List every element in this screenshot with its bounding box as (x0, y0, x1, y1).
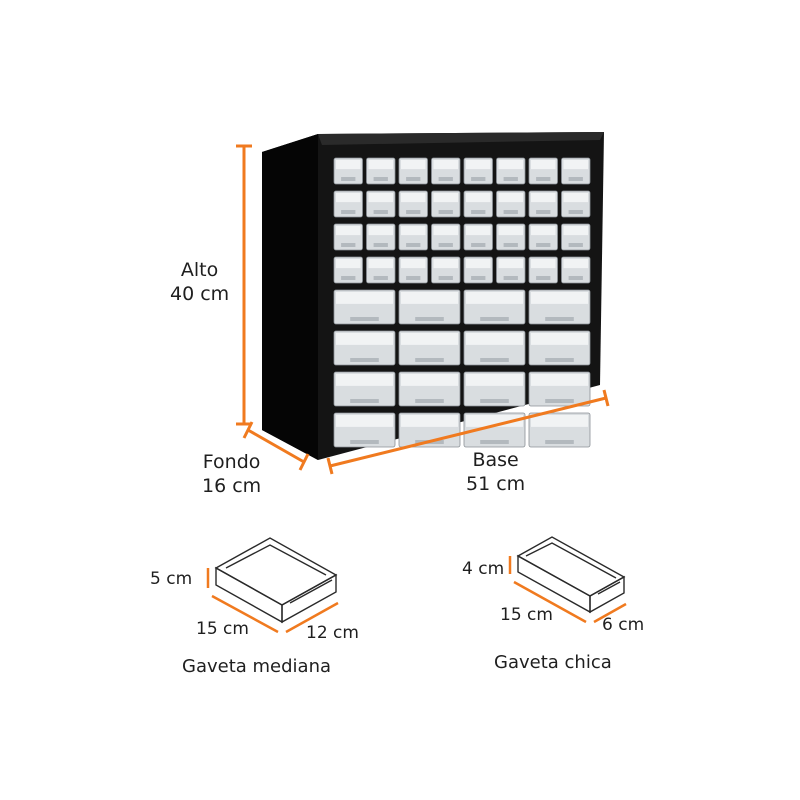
cabinet-top (318, 132, 604, 145)
drawer (431, 256, 461, 284)
drawer (398, 157, 428, 185)
drawer (528, 330, 591, 366)
depth-label-text: Fondo (202, 451, 261, 473)
drawer (333, 223, 363, 251)
drawer (333, 412, 396, 448)
height-value-text: 40 cm (170, 283, 230, 305)
drawer (528, 371, 591, 407)
drawer (528, 256, 558, 284)
medium-drawer-width: 12 cm (306, 623, 359, 643)
width-value-text: 51 cm (466, 473, 526, 495)
drawer (463, 223, 493, 251)
small-drawer-width: 6 cm (602, 615, 645, 635)
drawer (496, 190, 526, 218)
depth-dimension-line (242, 421, 310, 471)
drawer (463, 330, 526, 366)
drawer (561, 157, 591, 185)
drawer (528, 223, 558, 251)
drawer (561, 223, 591, 251)
drawer (398, 371, 461, 407)
small-drawer-caption: Gaveta chica (494, 652, 612, 673)
drawer-cabinet (262, 132, 604, 460)
width-label-text: Base (472, 449, 519, 471)
height-label: Alto 40 cm (170, 258, 229, 306)
drawer (398, 289, 461, 325)
small-drawer-height: 4 cm (462, 559, 505, 579)
drawer (398, 256, 428, 284)
medium-drawer-dimension-lines (206, 568, 339, 634)
small-drawer-illustration (516, 536, 626, 614)
width-label: Base 51 cm (466, 448, 525, 496)
drawer (561, 256, 591, 284)
drawer (463, 157, 493, 185)
drawer (366, 223, 396, 251)
drawer (366, 256, 396, 284)
small-drawer-length: 15 cm (500, 605, 553, 625)
drawer (463, 190, 493, 218)
drawer (528, 157, 558, 185)
width-dimension-line (326, 389, 610, 475)
medium-drawer-height: 5 cm (150, 569, 193, 589)
drawer (333, 371, 396, 407)
drawer (398, 190, 428, 218)
height-label-text: Alto (180, 259, 219, 281)
drawer (333, 330, 396, 366)
drawer (398, 223, 428, 251)
drawer (431, 223, 461, 251)
height-dimension-line (236, 144, 252, 426)
drawer (333, 190, 363, 218)
drawer (496, 256, 526, 284)
depth-label: Fondo 16 cm (202, 450, 261, 498)
drawer-grid (333, 157, 591, 448)
drawer (333, 157, 363, 185)
drawer (496, 223, 526, 251)
depth-value-text: 16 cm (202, 475, 262, 497)
drawer (398, 330, 461, 366)
drawer (463, 371, 526, 407)
drawer (333, 256, 363, 284)
drawer (463, 289, 526, 325)
drawer (431, 157, 461, 185)
medium-drawer-caption: Gaveta mediana (182, 656, 332, 677)
drawer (496, 157, 526, 185)
drawer (366, 190, 396, 218)
drawer (463, 256, 493, 284)
drawer (561, 190, 591, 218)
drawer (528, 412, 591, 448)
medium-drawer-length: 15 cm (196, 619, 249, 639)
drawer (366, 157, 396, 185)
drawer (431, 190, 461, 218)
small-drawer-dimension-lines (508, 556, 627, 624)
drawer (528, 190, 558, 218)
medium-drawer-illustration (214, 537, 338, 624)
drawer (333, 289, 396, 325)
drawer (528, 289, 591, 325)
cabinet-side (262, 134, 318, 460)
